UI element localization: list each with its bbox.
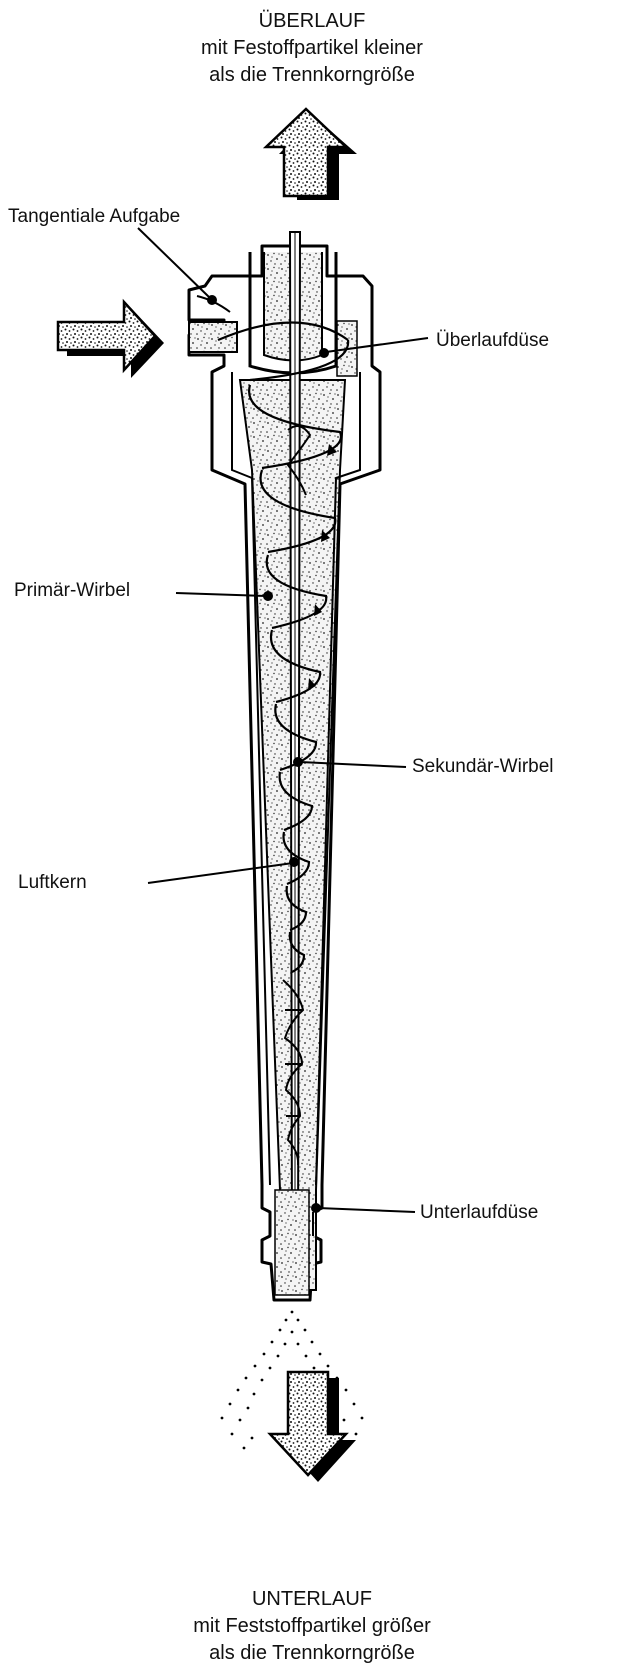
overflow-line-3: als die Trennkorngröße <box>0 62 624 89</box>
overflow-caption: ÜBERLAUF mit Festoffpartikel kleiner als… <box>0 8 624 89</box>
label-air-core: Luftkern <box>18 872 87 894</box>
underflow-nozzle-leader <box>318 1208 415 1212</box>
underflow-line-2: mit Feststoffpartikel größer <box>0 1613 624 1640</box>
label-overflow-nozzle: Überlaufdüse <box>436 330 549 352</box>
overflow-arrow <box>266 109 357 200</box>
label-primary-vortex: Primär-Wirbel <box>14 580 130 602</box>
feed-arrow <box>58 302 164 378</box>
underflow-caption: UNTERLAUF mit Feststoffpartikel größer a… <box>0 1586 624 1667</box>
underflow-heading: UNTERLAUF <box>0 1586 624 1613</box>
overflow-heading: ÜBERLAUF <box>0 8 624 35</box>
cyclone-body <box>189 232 380 1300</box>
underflow-arrow <box>270 1372 356 1482</box>
overflow-line-2: mit Festoffpartikel kleiner <box>0 35 624 62</box>
feed-leader <box>138 228 210 298</box>
label-feed: Tangentiale Aufgabe <box>8 206 180 228</box>
label-secondary-vortex: Sekundär-Wirbel <box>412 756 554 778</box>
label-underflow-nozzle: Unterlaufdüse <box>420 1202 538 1224</box>
underflow-line-3: als die Trennkorngröße <box>0 1640 624 1667</box>
